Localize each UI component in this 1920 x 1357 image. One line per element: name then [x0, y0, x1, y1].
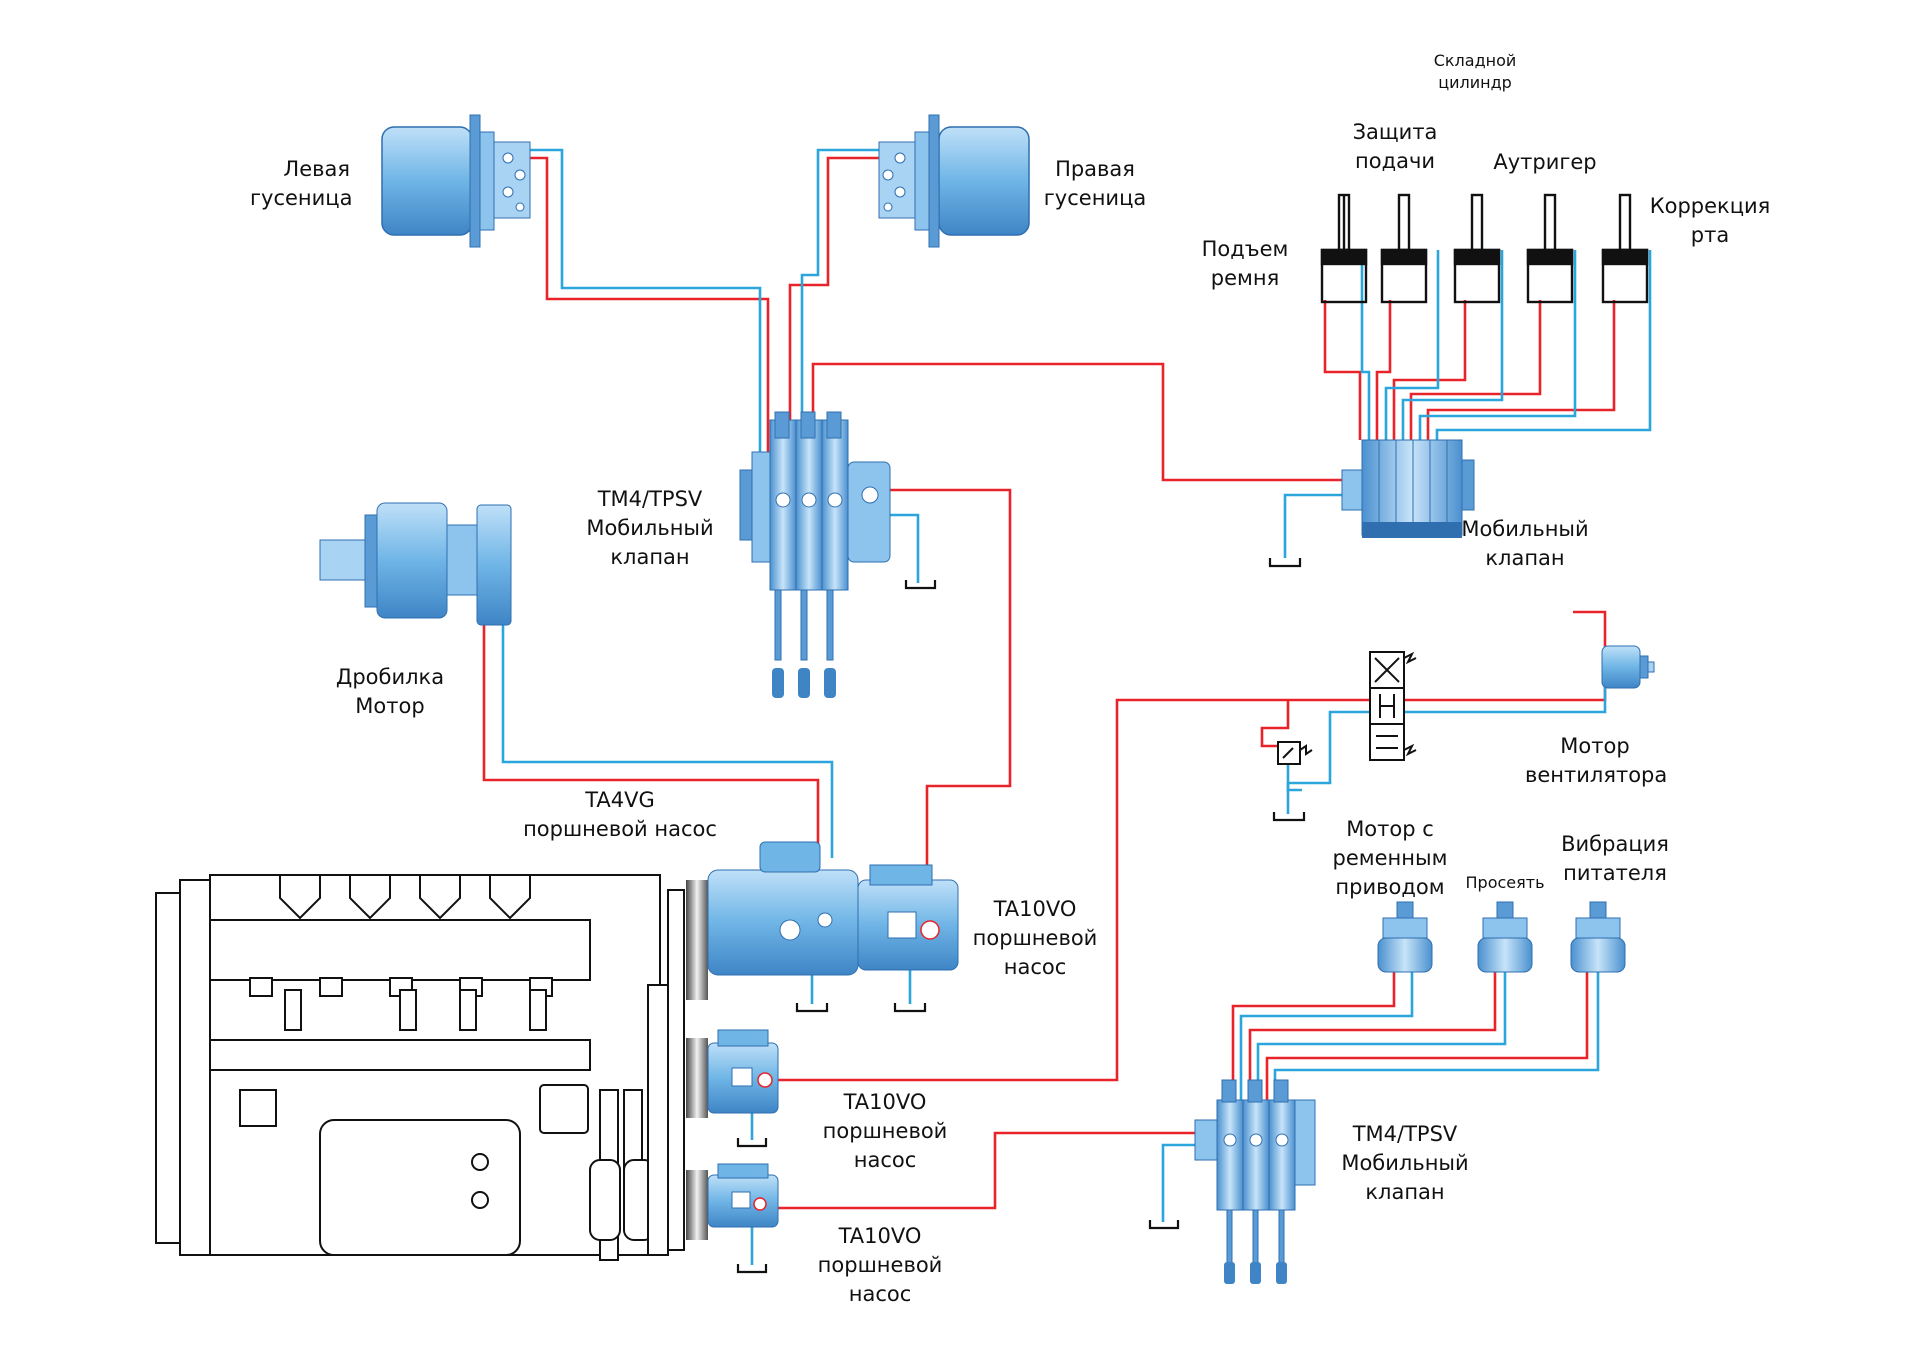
- mouth-correction-label: Коррекция рта: [1640, 192, 1780, 250]
- feed-protection-label: Защита подачи: [1335, 118, 1455, 176]
- tank-icon: [736, 558, 1306, 1274]
- ta10vo-pump-1-label-line1: TA10VO: [993, 897, 1077, 921]
- feed-protection-label-line2: подачи: [1354, 149, 1436, 173]
- ta4vg-pump-label-line1: TA4VG: [585, 788, 655, 812]
- feeder-vibration-label: Вибрация питателя: [1545, 830, 1685, 888]
- left-track-motor-icon: [381, 114, 531, 248]
- ta10vo-pump-2-label-line2: поршневой: [822, 1119, 948, 1143]
- relief-valve-icon: [1277, 741, 1313, 765]
- outrigger-label: Аутригер: [1480, 148, 1610, 177]
- fan-motor-label: Мотор вентилятора: [1525, 732, 1668, 790]
- right-track-label: Правая гусеница: [1030, 155, 1160, 213]
- left-track-label-line2: гусеница: [250, 186, 353, 210]
- fan-motor-label-line1: Мотор: [1560, 734, 1630, 758]
- right-valve-label: Мобильный клапан: [1460, 515, 1590, 573]
- ta4vg-pump-label-line2: поршневой насос: [523, 817, 717, 841]
- top-mobile-valve-icon: [739, 411, 891, 698]
- belt-motor-label-line3: приводом: [1335, 875, 1445, 899]
- bottom-mobile-valve-icon: [1194, 1079, 1316, 1284]
- crusher-motor-icon: [319, 502, 512, 626]
- ta10vo-pump-1-label-line3: насос: [1003, 955, 1067, 979]
- right-track-motor-icon: [878, 114, 1030, 248]
- right-valve-label-line2: клапан: [1485, 546, 1565, 570]
- ta10vo-pump-2-label-line1: TA10VO: [843, 1090, 927, 1114]
- screen-label-line1: Просеять: [1465, 873, 1545, 892]
- ta10vo-pump-3-label-line2: поршневой: [817, 1253, 943, 1277]
- cylinder-icon: [1601, 193, 1649, 304]
- cylinder-icon: [1380, 193, 1428, 304]
- ta10vo-pump-2-label: TA10VO поршневой насос: [820, 1088, 950, 1175]
- pressure-lines: [482, 156, 1616, 1210]
- fan-motor-label-line2: вентилятора: [1525, 763, 1668, 787]
- bottom-valve-label-line3: клапан: [1365, 1180, 1445, 1204]
- ta10vo-pump-3-label: TA10VO поршневой насос: [815, 1222, 945, 1309]
- right-track-label-line2: гусеница: [1043, 186, 1147, 210]
- bottom-valve-label: TM4/TPSV Мобильный клапан: [1335, 1120, 1475, 1207]
- ta10vo-pump-2-label-line3: насос: [853, 1148, 917, 1172]
- belt-lift-label: Подъем ремня: [1185, 235, 1305, 293]
- belt-motor-label-line2: ременным: [1332, 846, 1448, 870]
- left-track-label-line1: Левая: [283, 157, 350, 181]
- flywheel-housings: [686, 880, 708, 1240]
- directional-valve-icon: [1369, 651, 1417, 761]
- bottom-valve-label-line2: Мобильный: [1341, 1151, 1469, 1175]
- crusher-motor-label: Дробилка Мотор: [320, 663, 460, 721]
- outrigger-label-line1: Аутригер: [1493, 150, 1597, 174]
- ta4vg-pump-label: TA4VG поршневой насос: [520, 786, 720, 844]
- ta10vo-pump-2-icon: [707, 1029, 779, 1114]
- belt-motor-label: Мотор с ременным приводом: [1320, 815, 1460, 902]
- screen-label: Просеять: [1450, 872, 1560, 894]
- right-track-label-line1: Правая: [1055, 157, 1135, 181]
- ta10vo-pump-1-icon: [857, 864, 959, 971]
- folding-cylinder-label-line1: Складной: [1433, 51, 1517, 70]
- ta10vo-pump-3-icon: [707, 1163, 779, 1228]
- folding-cylinder-label-line2: цилиндр: [1438, 73, 1512, 92]
- ta10vo-pump-1-label-line2: поршневой: [972, 926, 1098, 950]
- ta10vo-pump-3-label-line1: TA10VO: [838, 1224, 922, 1248]
- engine-icon: [155, 874, 685, 1261]
- folding-cylinder-label: Складной цилиндр: [1415, 50, 1535, 94]
- cylinder-icons: [1320, 193, 1649, 304]
- top-valve-label-line1: TM4/TPSV: [597, 487, 703, 511]
- right-mobile-valve-icon: [1341, 439, 1475, 538]
- mouth-correction-label-line2: рта: [1690, 223, 1730, 247]
- feed-protection-label-line1: Защита: [1352, 120, 1438, 144]
- ta10vo-pump-3-label-line3: насос: [848, 1282, 912, 1306]
- cylinder-icon: [1320, 193, 1368, 304]
- ta10vo-pump-1-label: TA10VO поршневой насос: [970, 895, 1100, 982]
- feeder-vibration-label-line1: Вибрация: [1561, 832, 1669, 856]
- belt-lift-label-line1: Подъем: [1201, 237, 1289, 261]
- crusher-motor-label-line2: Мотор: [355, 694, 425, 718]
- screen-motor-icon: [1477, 901, 1533, 973]
- belt-lift-label-line2: ремня: [1210, 266, 1280, 290]
- top-valve-label-line2: Мобильный: [586, 516, 714, 540]
- cylinder-icon: [1453, 193, 1501, 304]
- fan-motor-icon: [1601, 645, 1655, 689]
- top-valve-label: TM4/TPSV Мобильный клапан: [575, 485, 725, 572]
- cylinder-icon: [1526, 193, 1574, 304]
- feeder-vibration-motor-icon: [1570, 901, 1626, 973]
- top-valve-label-line3: клапан: [610, 545, 690, 569]
- feeder-vibration-label-line2: питателя: [1563, 861, 1667, 885]
- right-valve-label-line1: Мобильный: [1461, 517, 1589, 541]
- belt-motor-icon: [1377, 901, 1433, 973]
- ta4vg-pump-icon: [707, 841, 859, 976]
- belt-motor-label-line1: Мотор с: [1346, 817, 1434, 841]
- crusher-motor-label-line1: Дробилка: [335, 665, 445, 689]
- left-track-label: Левая гусеница: [250, 155, 353, 213]
- mouth-correction-label-line1: Коррекция: [1649, 194, 1771, 218]
- bottom-valve-label-line1: TM4/TPSV: [1352, 1122, 1458, 1146]
